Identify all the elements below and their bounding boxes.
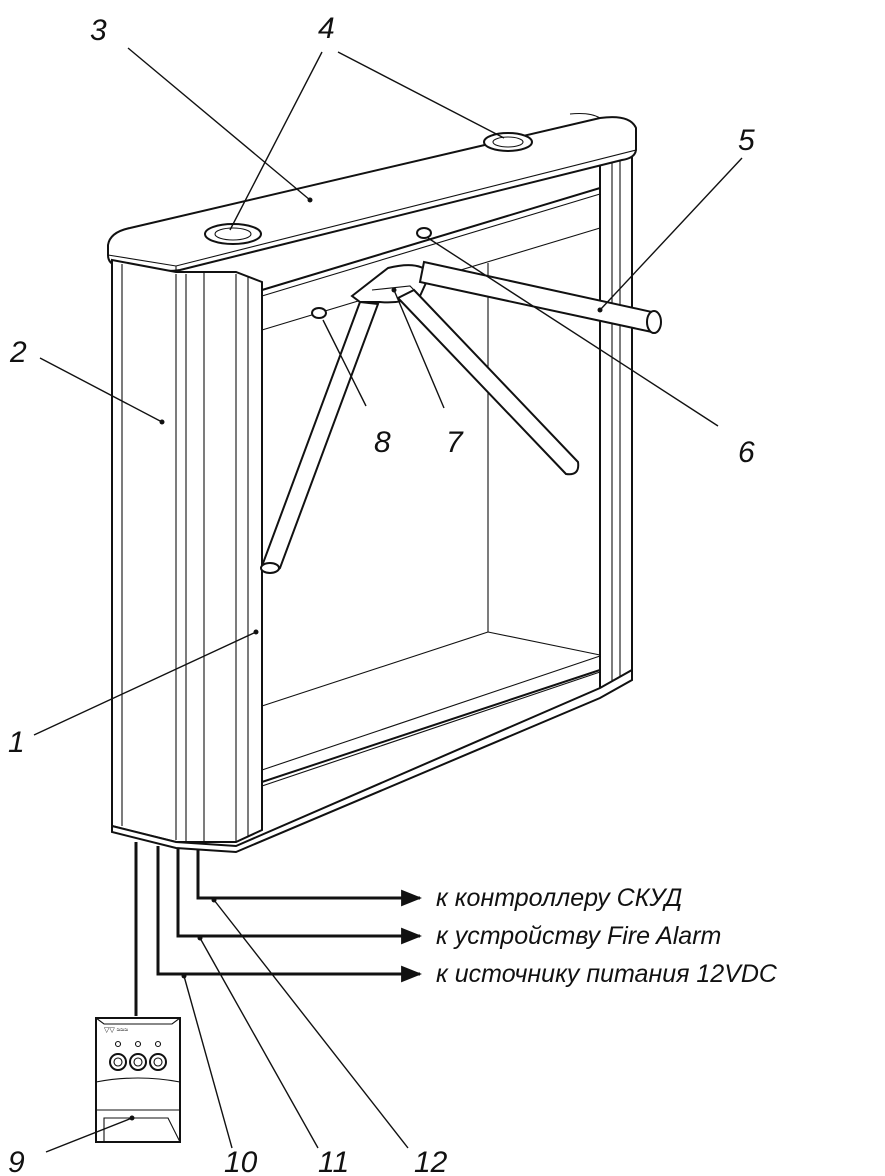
bottom-plinth bbox=[111, 668, 633, 854]
callout-2: 2 bbox=[9, 336, 27, 369]
back-frame bbox=[599, 146, 633, 692]
callout-1: 1 bbox=[8, 726, 25, 759]
reader-right bbox=[483, 132, 533, 152]
cables bbox=[134, 842, 423, 1016]
leader-lines bbox=[33, 47, 743, 1153]
callout-4: 4 bbox=[318, 12, 335, 45]
reader-left bbox=[204, 223, 262, 245]
callout-6: 6 bbox=[738, 436, 755, 469]
left-pillar bbox=[111, 258, 263, 843]
callout-11: 11 bbox=[318, 1146, 349, 1176]
cable-fire-alarm bbox=[176, 848, 423, 945]
cable-power bbox=[156, 846, 423, 983]
callout-5: 5 bbox=[738, 124, 755, 157]
callout-3: 3 bbox=[90, 14, 107, 47]
remote-button-2[interactable] bbox=[129, 1053, 147, 1071]
svg-text:▽▽ ≈≈≈: ▽▽ ≈≈≈ bbox=[104, 1027, 128, 1034]
remote-control-panel: ▽▽ ≈≈≈ bbox=[95, 1017, 181, 1143]
remote-button-3[interactable] bbox=[149, 1053, 167, 1071]
label-fire-alarm: к устройству Fire Alarm bbox=[436, 922, 721, 950]
remote-button-1[interactable] bbox=[109, 1053, 127, 1071]
callout-12: 12 bbox=[414, 1146, 448, 1176]
label-power: к источнику питания 12VDC bbox=[436, 960, 778, 988]
callout-8: 8 bbox=[374, 426, 391, 459]
turnstile-body bbox=[107, 112, 662, 854]
indicator bbox=[416, 227, 432, 239]
sensor bbox=[311, 307, 327, 319]
bar-diagonal bbox=[396, 288, 580, 476]
cable-controller bbox=[196, 850, 423, 907]
label-controller: к контроллеру СКУД bbox=[436, 884, 682, 912]
callout-9: 9 bbox=[8, 1146, 25, 1176]
callout-10: 10 bbox=[224, 1146, 258, 1176]
callout-7: 7 bbox=[446, 426, 464, 459]
